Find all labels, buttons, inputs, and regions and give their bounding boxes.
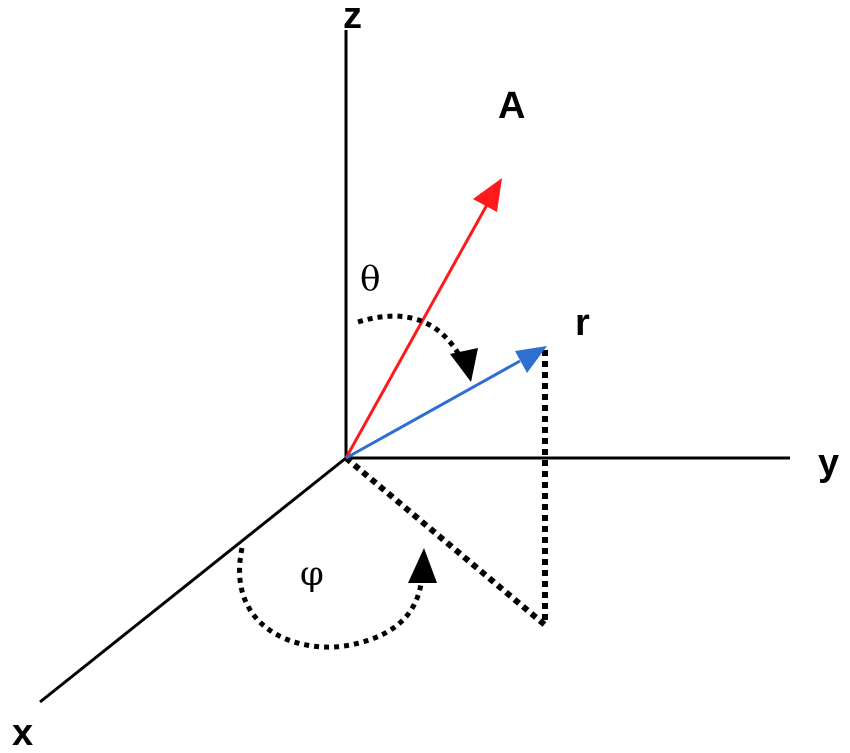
x-axis-label: x [12, 712, 33, 753]
projection-line-xy [344, 455, 547, 628]
phi-label: φ [300, 554, 324, 594]
vector-a-label: A [498, 85, 525, 127]
vector-r-arrowhead [515, 346, 547, 373]
vector-r [345, 359, 521, 460]
vector-a-arrowhead [473, 178, 502, 212]
theta-arc [357, 313, 465, 362]
theta-arrowhead [450, 348, 478, 382]
phi-arrowhead [408, 548, 437, 583]
vector-r-label: r [575, 302, 590, 344]
y-axis-label: y [818, 442, 839, 484]
z-axis-label: z [343, 0, 362, 37]
phi-arc [237, 547, 425, 650]
x-axis [39, 456, 347, 704]
theta-label: θ [360, 259, 380, 299]
vector-a [344, 202, 490, 459]
